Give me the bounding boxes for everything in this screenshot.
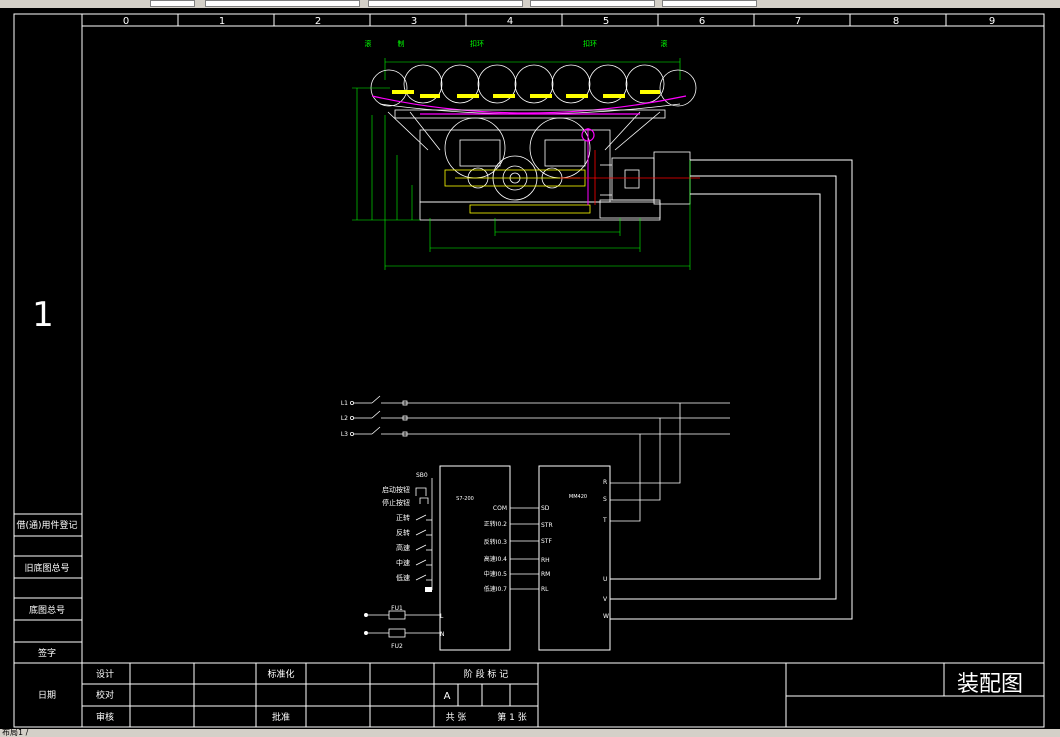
vfd-power-out-terminal: W [603,613,609,620]
stage-mark-label: 阶 段 标 记 [464,668,509,680]
switch-label: 中速 [396,558,410,567]
column-header [177,14,947,26]
switch-label: 正转 [396,513,410,522]
plc-terminal: COM [493,505,507,512]
old-drawing-no-label: 旧底图总号 [24,562,69,574]
review-label: 审核 [96,711,114,723]
plc-terminal: 低速I0.7 [484,585,507,593]
window-toolbar-strip [0,0,1060,8]
vfd-power-out-terminal: V [603,596,608,603]
fuse-terminal-label: N [440,631,445,638]
assembly-label: 滚 [661,39,668,48]
toolbar-field[interactable] [150,0,195,7]
switch-group: SB0 启动按钮 停止按钮 正转 反转 高速 中速 低速 [382,472,433,592]
sheet-number: 1 [32,295,54,335]
total-sheets-label: 共 张 [446,712,467,723]
plc-model: S7-200 [456,496,474,502]
cad-drawing-canvas[interactable]: 0 1 2 3 4 5 6 7 8 9 1 借(通)用件登记 旧底图总号 底图总… [0,8,1060,729]
plc-terminal: 高速I0.4 [484,555,507,563]
assembly-label: 制 [398,39,405,48]
assembly-drawing: 滚 制 扣环 扣环 滚 [352,39,700,270]
vfd-control-terminal: STF [541,538,552,545]
column-label: 7 [795,16,801,27]
toolbar-field[interactable] [662,0,757,7]
sb0-label: SB0 [416,472,428,479]
column-label: 3 [411,16,417,27]
vfd-control-terminal: RL [541,586,549,593]
vfd-power-out-terminal: U [603,576,607,583]
left-panel-lines [14,513,82,643]
supply-lines: L1 L2 L3 [341,395,730,522]
supply-line-label: L1 [341,400,348,407]
supply-line-label: L3 [341,431,348,438]
vfd-power-in-terminal: S [603,496,607,503]
switch-label: 停止按钮 [382,498,410,507]
stage-value: A [444,691,451,702]
vfd-box [538,465,611,651]
toolbar-field[interactable] [205,0,360,7]
supply-line-label: L2 [341,415,348,422]
switch-terminal-block [425,587,432,592]
column-label: 2 [315,16,321,27]
column-label: 8 [893,16,899,27]
plc-terminal: 中速I0.5 [484,570,507,578]
toolbar-field[interactable] [368,0,523,7]
switch-label: 高速 [396,543,410,552]
assembly-label: 滚 [365,39,372,48]
assembly-label: 扣环 [470,39,484,48]
motor-feed-wires [610,159,853,620]
column-label: 1 [219,16,225,27]
column-label: 0 [123,16,129,27]
vfd-model: MM420 [569,494,587,500]
plc-block: S7-200 COM 正转I0.2 反转I0.3 高速I0.4 中速I0.5 低… [439,465,511,651]
vfd-block: MM420 SD STR STF RH RM RL R S T U V W [510,465,611,651]
toolbar-field[interactable] [530,0,655,7]
date-label: 日期 [38,690,56,701]
column-label: 9 [989,16,995,27]
sheet-index-label: 第 1 张 [497,711,526,723]
fuse-label: FU1 [391,605,403,612]
assembly-label: 扣环 [583,39,597,48]
vfd-control-terminal: RH [541,557,550,564]
title-block [14,662,1044,727]
switch-label: 启动按钮 [382,485,410,494]
fuse-circuit: FU1 FU2 L N [363,605,445,650]
vfd-control-terminal: STR [541,522,553,529]
column-label: 4 [507,16,513,27]
vfd-power-in-terminal: R [603,479,607,486]
fuse-label: FU2 [391,643,403,650]
switch-label: 低速 [396,573,410,582]
plc-terminal: 反转I0.3 [484,538,507,546]
column-label: 5 [603,16,609,27]
vfd-control-terminal: SD [541,505,550,512]
check-label: 校对 [96,689,114,701]
approve-label: 批准 [272,711,290,723]
signature-label: 签字 [38,647,56,659]
standardization-label: 标准化 [267,668,294,680]
fuse-terminal-label: L [440,613,444,620]
vfd-control-terminal: RM [541,571,550,578]
drawing-frame [13,13,1045,728]
drawing-no-label: 底图总号 [29,604,65,616]
plc-box [439,465,511,651]
switch-label: 反转 [396,528,410,537]
design-label: 设计 [96,668,114,680]
status-bar: 布局1 / [0,729,1060,737]
borrow-register-label: 借(通)用件登记 [16,519,77,531]
vfd-power-in-terminal: T [602,517,607,524]
column-label: 6 [699,16,705,27]
plc-terminal: 正转I0.2 [484,520,507,528]
drawing-title: 装配图 [957,672,1023,697]
